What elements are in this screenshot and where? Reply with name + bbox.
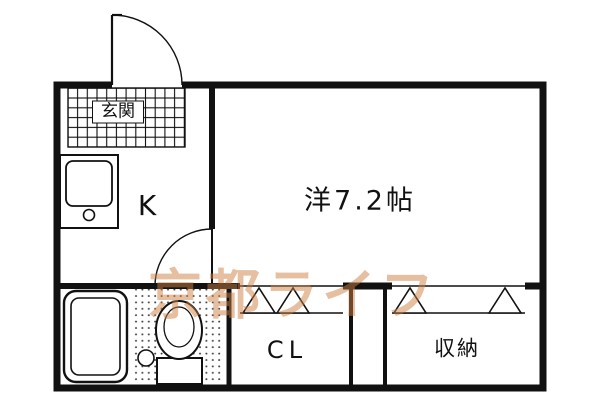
folding-door-marks-icon — [240, 285, 525, 314]
entrance-door-icon — [110, 13, 183, 86]
main-room-label: 洋7.2帖 — [304, 185, 416, 217]
entrance-label: 玄関 — [92, 100, 144, 124]
kitchen-sink-icon — [59, 154, 119, 229]
bathtub-icon — [62, 289, 129, 384]
storage-label: 収納 — [434, 336, 480, 361]
interior-door-icon — [154, 228, 213, 287]
closet-label: CL — [266, 336, 308, 364]
kitchen-label: K — [137, 189, 157, 222]
watermark-text: 京都ライフ — [148, 263, 438, 327]
toilet-icon — [137, 300, 203, 385]
interior-walls — [57, 85, 543, 388]
outer-walls — [53, 81, 547, 392]
